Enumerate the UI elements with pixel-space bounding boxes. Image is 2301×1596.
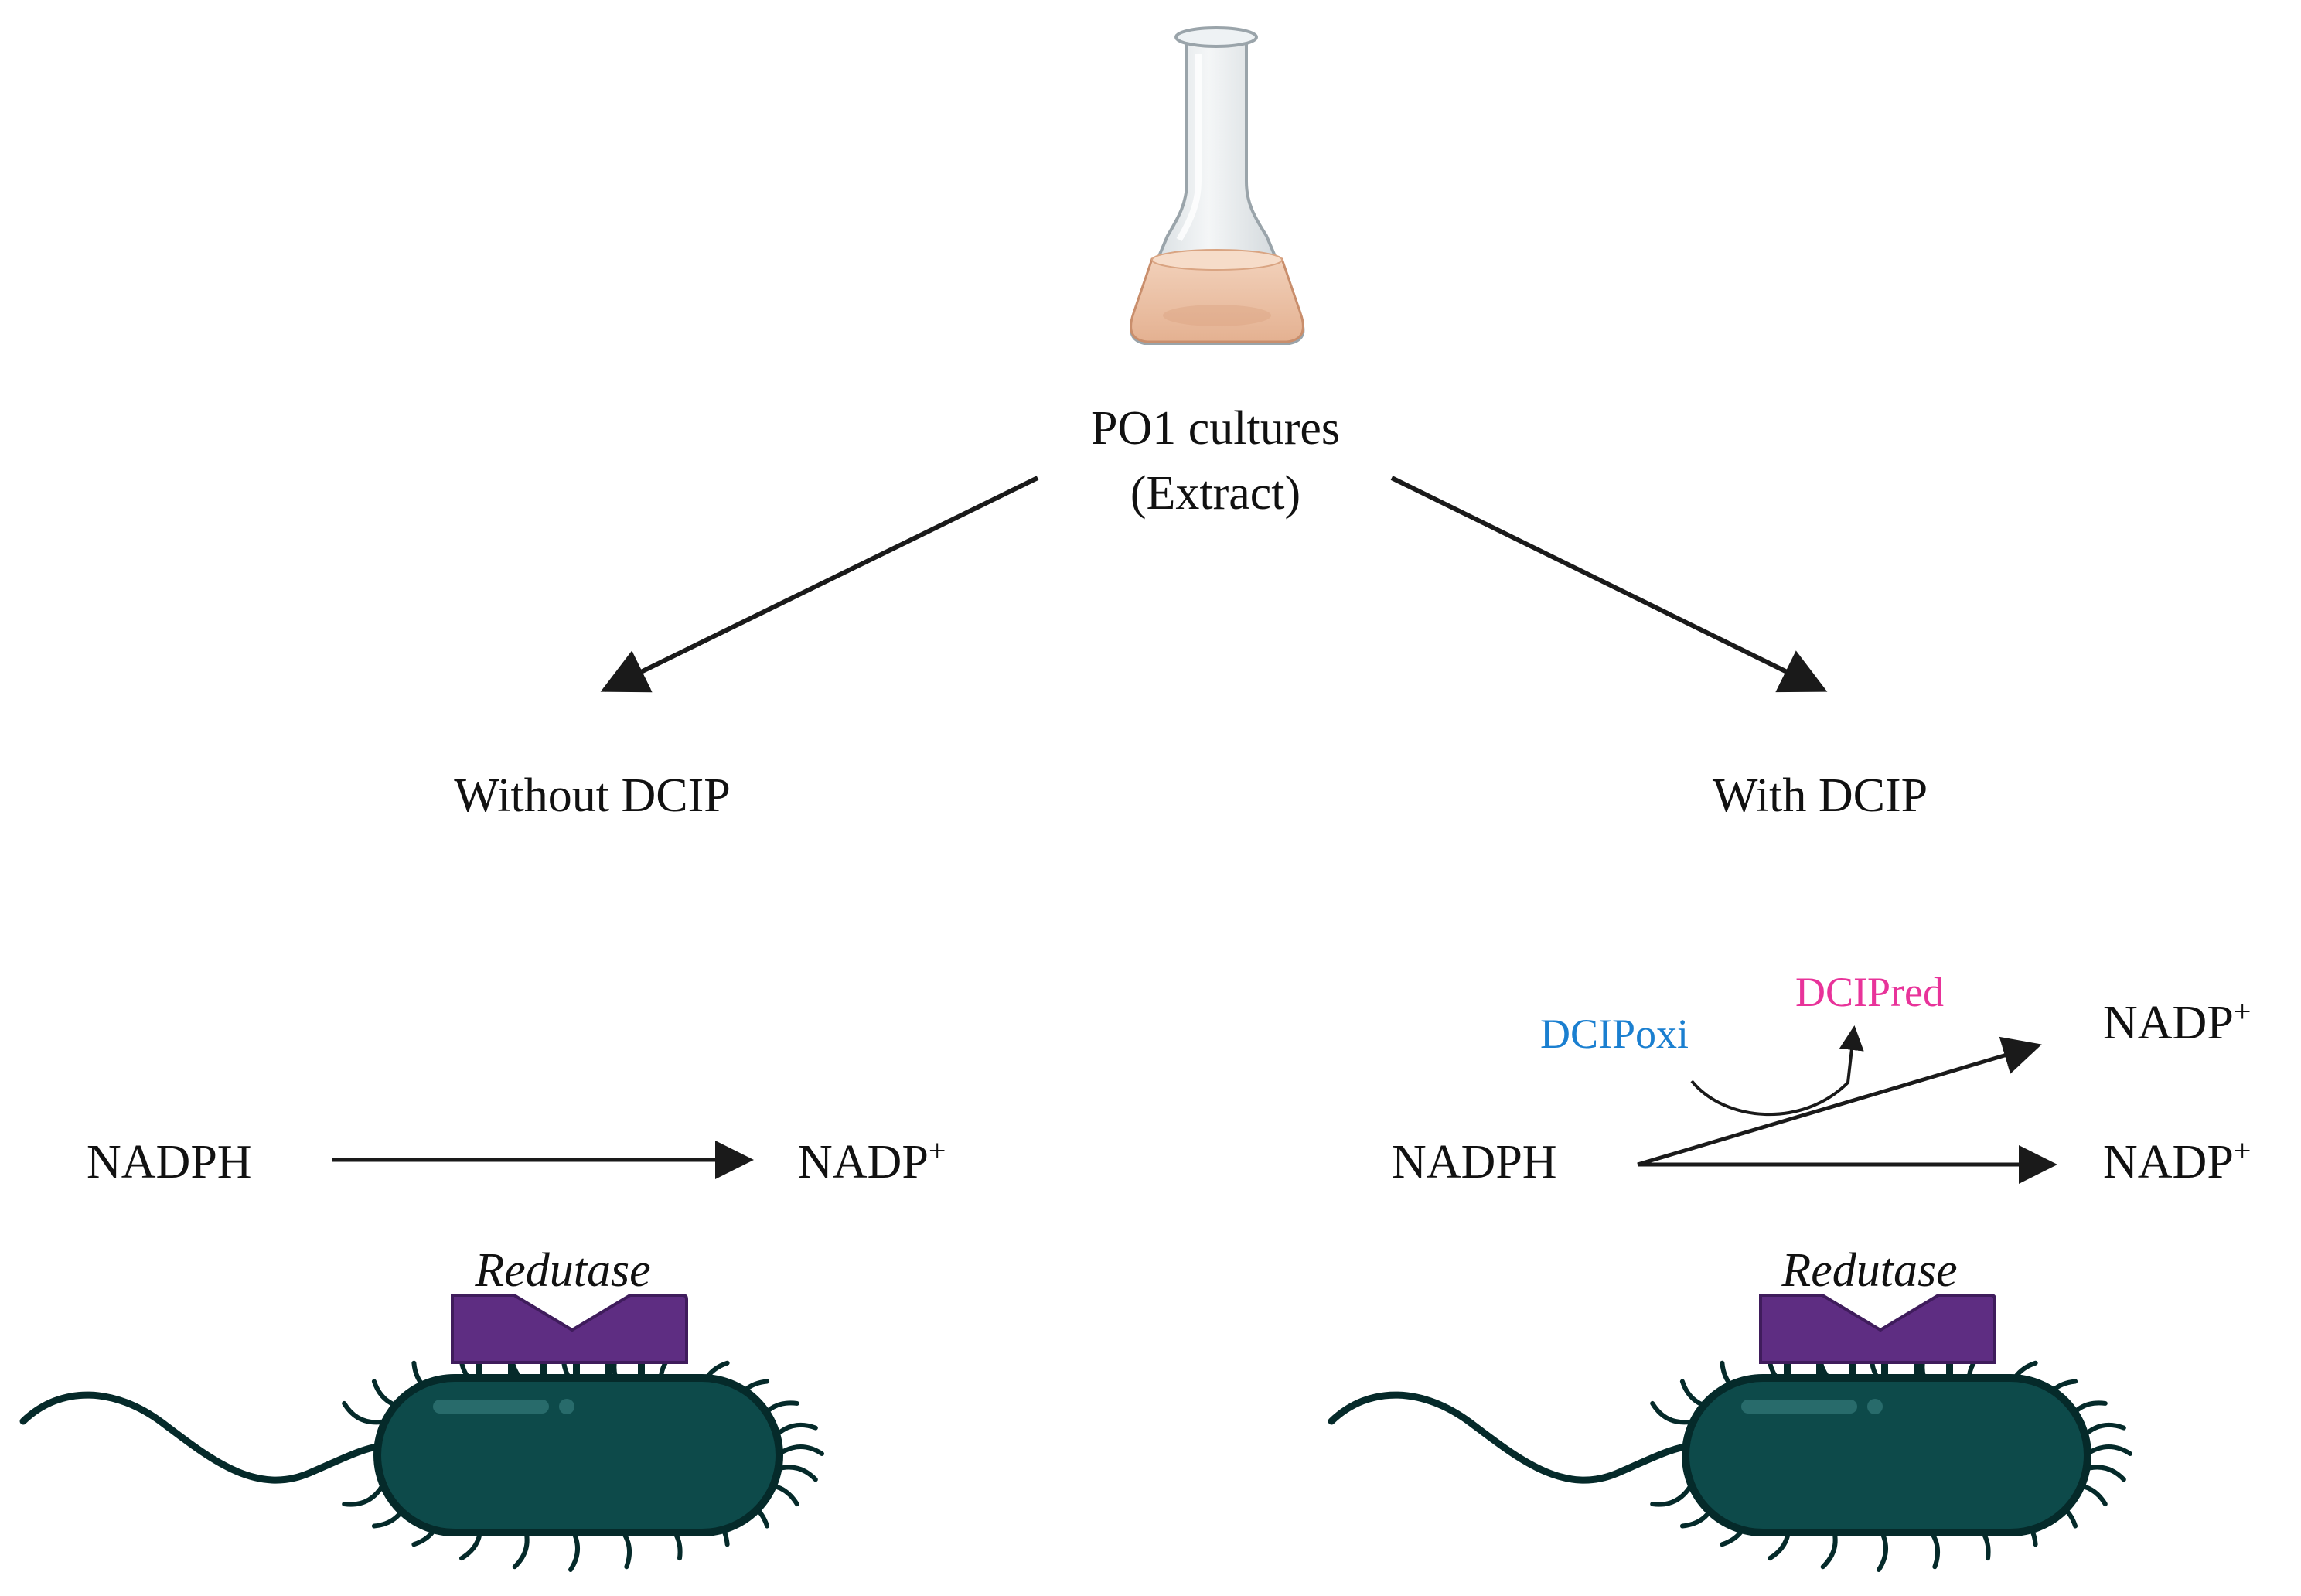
right-enzyme-label: Redutase [1781, 1244, 1958, 1297]
dcip-oxidized-label: DCIPoxi [1540, 1011, 1689, 1057]
left-product-label: NADP+ [798, 1135, 946, 1188]
reductase-enzyme-icon [451, 1294, 688, 1364]
pilus [1650, 1483, 1693, 1507]
left-product-charge: + [928, 1133, 946, 1168]
bacterium-icon [1328, 1294, 2132, 1572]
body-highlight [1741, 1400, 1857, 1414]
body-highlight [433, 1400, 549, 1414]
reductase-enzyme-icon [1759, 1294, 1996, 1364]
branch-title-right: With DCIP [1712, 769, 1928, 822]
flagellum [19, 1391, 387, 1484]
erlenmeyer-flask-icon [1130, 26, 1305, 345]
pilus [777, 1444, 824, 1456]
right-product-upper-label: NADP+ [2103, 996, 2251, 1049]
branch-arrow-right [1390, 476, 1828, 693]
right-reaction-arrow-upper [1637, 1036, 2042, 1167]
dcip-reduced-label: DCIPred [1795, 969, 1944, 1015]
pilus [342, 1483, 385, 1507]
body-highlight-dot [559, 1399, 574, 1414]
left-substrate-label: NADPH [87, 1136, 252, 1188]
bacterium-body [373, 1374, 783, 1536]
right-product-lower-base: NADP [2103, 1136, 2234, 1188]
right-product-upper-charge: + [2233, 994, 2252, 1029]
right-substrate-label: NADPH [1392, 1136, 1557, 1188]
bacterium-body [1682, 1374, 2091, 1536]
pilus [342, 1400, 385, 1425]
pilus [1650, 1400, 1693, 1425]
pilus [2085, 1444, 2132, 1456]
branch-title-left: Without DCIP [454, 769, 731, 822]
right-product-lower-label: NADP+ [2103, 1135, 2251, 1188]
branch-arrow-left [600, 476, 1039, 693]
right-product-lower-charge: + [2233, 1133, 2252, 1168]
right-product-upper-base: NADP [2103, 997, 2234, 1049]
body-highlight-dot [1867, 1399, 1883, 1414]
left-enzyme-label: Redutase [475, 1244, 651, 1297]
flagellum [1328, 1391, 1695, 1484]
dcip-conversion-arrow [1690, 1025, 1864, 1116]
source-label-line1: PO1 cultures [1090, 402, 1341, 455]
source-label-line2: (Extract) [1130, 467, 1301, 520]
left-product-base: NADP [798, 1136, 929, 1188]
source-label: PO1 cultures (Extract) [1091, 396, 1340, 526]
bacterium-icon [19, 1294, 824, 1572]
